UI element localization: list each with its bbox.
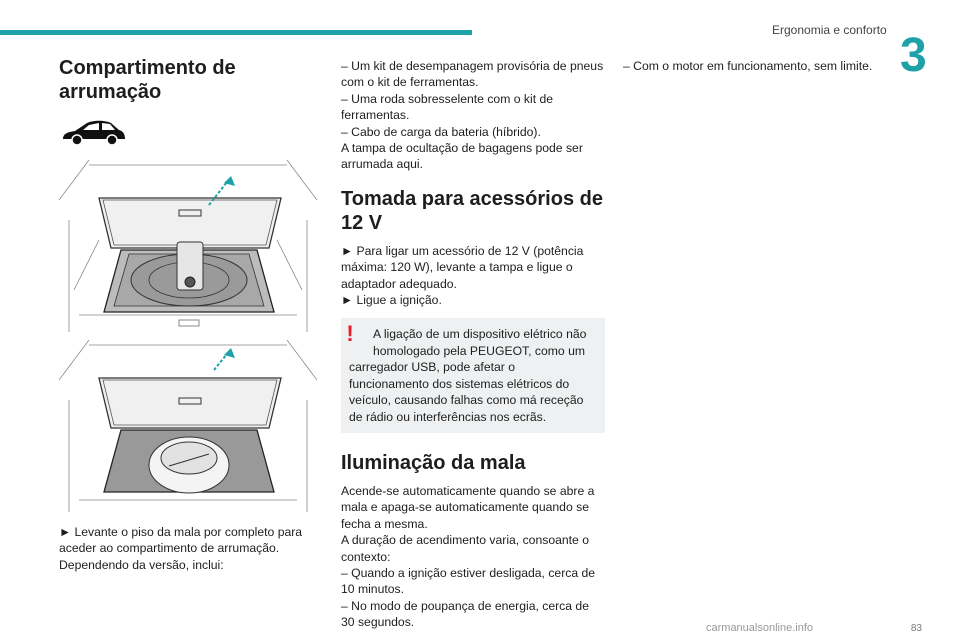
socket-step: ► Para ligar um acessório de 12 V (potên… — [341, 243, 584, 291]
storage-instruction: ► Levante o piso da mala por completo pa… — [59, 525, 303, 556]
column-1: Compartimento de arrumação — [59, 56, 307, 116]
watermark-site: carmanualsonline.info — [706, 622, 814, 634]
chapter-number: 3 — [900, 29, 927, 82]
list-item: – Quando a ignição estiver desligada, ce… — [341, 565, 596, 597]
warning-icon: ! — [346, 321, 354, 347]
cover-storage-note: A tampa de ocultação de bagagens pode se… — [341, 141, 583, 172]
warning-text-rest: carregador USB, pode afetar o funcioname… — [349, 360, 584, 424]
spare-wheel-illustration — [59, 340, 317, 512]
car-silhouette-icon — [63, 120, 125, 146]
column-2: – Um kit de desempanagem provisória de p… — [341, 58, 605, 631]
warning-text-first: A ligação de um dispositivo elétrico não… — [373, 327, 587, 358]
storage-title: Compartimento de arrumação — [59, 57, 236, 103]
section-label: Ergonomia e conforto — [772, 23, 887, 37]
column-3: – Com o motor em funcionamento, sem limi… — [623, 58, 883, 74]
trunk-light-title: Iluminação da mala — [341, 451, 526, 474]
socket-title: Tomada para acessórios de 12 V — [341, 187, 603, 234]
header-accent-bar — [0, 30, 472, 35]
storage-variant-intro: Dependendo da versão, inclui: — [59, 557, 224, 572]
trunk-light-description: Acende-se automaticamente quando se abre… — [341, 483, 595, 531]
list-item: – Um kit de desempanagem provisória de p… — [341, 59, 604, 90]
warning-box: ! A ligação de um dispositivo elétrico n… — [341, 318, 605, 433]
page-number: 83 — [910, 623, 922, 634]
list-item: – No modo de poupança de energia, cerca … — [341, 598, 589, 630]
trunk-light-duration: A duração de acendimento varia, consoant… — [341, 533, 589, 564]
socket-step: ► Ligue a ignição. — [341, 293, 442, 308]
list-item: – Cabo de carga da bateria (híbrido). — [341, 124, 541, 139]
storage-text: ► Levante o piso da mala por completo pa… — [59, 524, 307, 573]
list-item: – Com o motor em funcionamento, sem limi… — [623, 59, 873, 73]
list-item: – Uma roda sobresselente com o kit de fe… — [341, 91, 554, 123]
trunk-storage-illustration — [59, 160, 317, 332]
